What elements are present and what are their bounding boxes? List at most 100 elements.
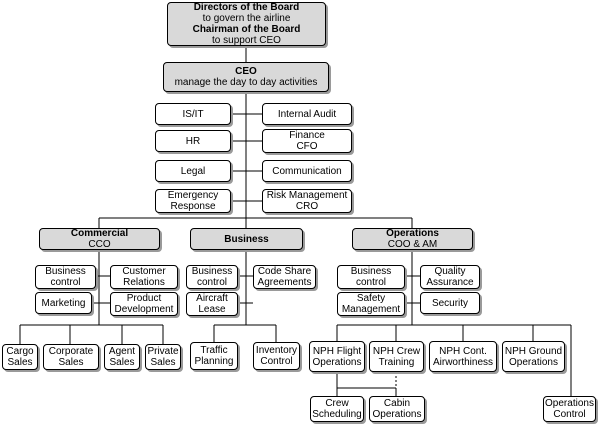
label: Agreements	[257, 277, 312, 288]
label: Relations	[123, 277, 165, 288]
operations-control-box: Operations Control	[543, 396, 596, 422]
security-box: Security	[420, 292, 480, 314]
traffic-planning-box: Traffic Planning	[190, 342, 238, 370]
board-role: to govern the airline	[202, 13, 291, 24]
label: Operations	[509, 356, 558, 368]
label: Lease	[198, 304, 226, 315]
coo-am-label: COO & AM	[387, 239, 438, 250]
internal-audit-label: Internal Audit	[277, 108, 337, 120]
label: Cabin	[383, 398, 411, 409]
business-business-control-box: Business control	[186, 265, 238, 289]
business-box: Business	[190, 228, 303, 250]
label: Operations	[545, 398, 594, 409]
label: Sales	[109, 357, 135, 368]
label: Business	[45, 266, 86, 277]
label: Assurance	[426, 277, 474, 288]
emergency-label: Emergency	[167, 190, 219, 201]
chairman-role: to support CEO	[212, 35, 281, 46]
crew-scheduling-box: Crew Scheduling	[310, 396, 364, 422]
nph-ground-operations-box: NPH Ground Operations	[502, 341, 565, 372]
marketing-box: Marketing	[35, 292, 92, 314]
label: NPH Flight	[312, 345, 362, 357]
marketing-label: Marketing	[41, 297, 86, 309]
corporate-sales-box: Corporate Sales	[43, 344, 99, 370]
communication-label: Communication	[272, 165, 342, 177]
inventory-control-box: Inventory Control	[253, 342, 300, 370]
label: Customer	[122, 266, 166, 277]
label: control	[50, 277, 81, 288]
customer-relations-box: Customer Relations	[110, 265, 178, 289]
label: Training	[378, 356, 415, 368]
label: Sales	[150, 357, 176, 368]
label: NPH Cont.	[439, 345, 487, 357]
ceo-title: CEO	[235, 66, 257, 77]
label: Sales	[7, 357, 33, 368]
communication-box: Communication	[262, 160, 352, 182]
commercial-title: Commercial	[70, 228, 129, 239]
label: Code Share	[257, 266, 312, 277]
label: Cargo	[6, 346, 34, 357]
label: Aircraft	[196, 293, 228, 304]
finance-box: Finance CFO	[262, 129, 352, 153]
operations-box: Operations COO & AM	[352, 228, 473, 250]
operations-title: Operations	[386, 228, 439, 239]
nph-cont-airworthiness-box: NPH Cont. Airworthiness	[429, 341, 497, 372]
commercial-business-control-box: Business control	[35, 265, 96, 289]
ceo-box: CEO manage the day to day activities	[163, 62, 329, 92]
label: Management	[341, 304, 401, 315]
label: Crew	[325, 398, 349, 409]
is-it-box: IS/IT	[155, 103, 231, 125]
label: control	[196, 277, 227, 288]
code-share-box: Code Share Agreements	[253, 265, 316, 289]
label: Planning	[194, 356, 234, 367]
label: Development	[114, 304, 174, 315]
finance-label: Finance	[289, 130, 325, 141]
label: Operations	[312, 356, 362, 368]
safety-management-box: Safety Management	[337, 292, 405, 316]
nph-flight-operations-box: NPH Flight Operations	[309, 341, 365, 372]
cfo-label: CFO	[296, 141, 318, 152]
is-it-label: IS/IT	[182, 108, 204, 120]
board-box: Directors of the Board to govern the air…	[167, 2, 326, 46]
label: Airworthiness	[432, 356, 494, 368]
risk-management-box: Risk Management CRO	[262, 189, 352, 213]
label: Business	[350, 266, 392, 277]
label: NPH Ground	[504, 345, 563, 357]
board-title: Directors of the Board	[193, 2, 300, 13]
operations-business-control-box: Business control	[337, 265, 405, 289]
agent-sales-box: Agent Sales	[104, 344, 140, 370]
label: Inventory	[255, 345, 298, 356]
label: Control	[553, 409, 586, 420]
label: Operations	[372, 409, 422, 420]
label: Corporate	[48, 346, 94, 357]
chairman-title: Chairman of the Board	[192, 24, 301, 35]
emergency-response-box: Emergency Response	[155, 189, 231, 213]
quality-assurance-box: Quality Assurance	[420, 265, 480, 289]
hr-label: HR	[185, 135, 201, 147]
label: Agent	[108, 346, 136, 357]
commercial-box: Commercial CCO	[39, 228, 160, 250]
legal-label: Legal	[180, 165, 206, 177]
label: NPH Crew	[372, 345, 421, 357]
cco-label: CCO	[88, 239, 111, 250]
label: Quality	[434, 266, 466, 277]
response-label: Response	[170, 201, 216, 212]
security-label: Security	[431, 297, 469, 309]
cabin-operations-box: Cabin Operations	[369, 396, 425, 422]
label: Business	[191, 266, 233, 277]
label: Control	[260, 356, 293, 367]
label: control	[355, 277, 386, 288]
aircraft-lease-box: Aircraft Lease	[186, 292, 238, 316]
risk-management-label: Risk Management	[266, 190, 348, 201]
nph-crew-training-box: NPH Crew Training	[369, 341, 424, 372]
private-sales-box: Private Sales	[145, 344, 181, 370]
legal-box: Legal	[155, 160, 231, 182]
product-development-box: Product Development	[110, 292, 178, 316]
business-title: Business	[224, 233, 269, 245]
hr-box: HR	[155, 130, 231, 152]
label: Sales	[58, 357, 84, 368]
label: Private	[147, 346, 179, 357]
cargo-sales-box: Cargo Sales	[2, 344, 38, 370]
label: Product	[126, 293, 162, 304]
